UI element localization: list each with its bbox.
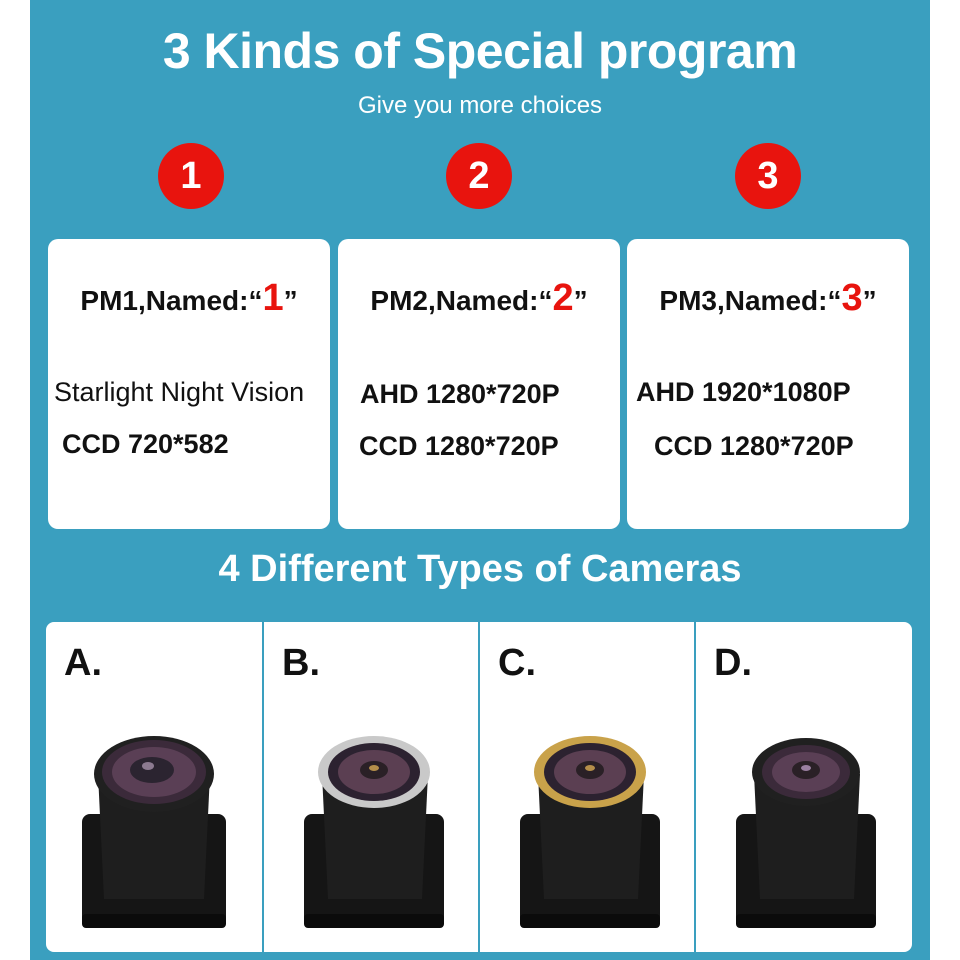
camera-d-image — [736, 738, 876, 928]
cameras-section-title: 4 Different Types of Cameras — [218, 548, 742, 590]
camera-letter: A. — [64, 642, 102, 684]
program-spec-line2: CCD 1280*720P — [654, 431, 854, 461]
program-badge-2: 2 — [446, 143, 512, 209]
camera-letter: B. — [282, 642, 320, 684]
program-name-number: 1 — [262, 277, 284, 319]
camera-letter: C. — [498, 642, 536, 684]
camera-letter: D. — [714, 642, 752, 684]
camera-cell-d: D. — [694, 622, 912, 952]
camera-c-image — [520, 736, 660, 928]
program-card-3: PM3,Named:“3” AHD 1920*1080P CCD 1280*72… — [627, 239, 909, 529]
program-card-1: PM1,Named:“1” Starlight Night Vision CCD… — [48, 239, 330, 529]
page-title: 3 Kinds of Special program — [162, 23, 798, 79]
program-name-prefix: PM2,Named:“ — [370, 285, 553, 316]
program-spec-line1: AHD 1280*720P — [360, 379, 560, 409]
camera-a-image — [82, 736, 226, 928]
camera-strip: A. B. — [46, 622, 912, 952]
program-name-number: 3 — [841, 277, 863, 319]
camera-cell-b: B. — [262, 622, 480, 952]
program-badge-1: 1 — [158, 143, 224, 209]
program-name-number: 2 — [552, 277, 574, 319]
page-background: 3 Kinds of Special program Give you more… — [30, 0, 930, 960]
page-subtitle: Give you more choices — [357, 92, 603, 119]
program-name: PM3,Named:“3” — [627, 277, 909, 320]
program-name-prefix: PM1,Named:“ — [80, 285, 263, 316]
program-name-suffix: ” — [862, 285, 877, 316]
program-spec-line1: AHD 1920*1080P — [636, 377, 851, 407]
program-spec-line2: CCD 720*582 — [62, 429, 229, 459]
program-name: PM2,Named:“2” — [338, 277, 620, 320]
program-name: PM1,Named:“1” — [48, 277, 330, 320]
program-name-suffix: ” — [573, 285, 588, 316]
program-name-suffix: ” — [283, 285, 298, 316]
camera-b-image — [304, 736, 444, 928]
program-spec-line1: Starlight Night Vision — [54, 377, 305, 407]
camera-cell-c: C. — [478, 622, 696, 952]
program-name-prefix: PM3,Named:“ — [659, 285, 842, 316]
program-badge-3: 3 — [735, 143, 801, 209]
program-spec-line2: CCD 1280*720P — [359, 431, 559, 461]
program-card-2: PM2,Named:“2” AHD 1280*720P CCD 1280*720… — [338, 239, 620, 529]
camera-cell-a: A. — [46, 622, 262, 952]
